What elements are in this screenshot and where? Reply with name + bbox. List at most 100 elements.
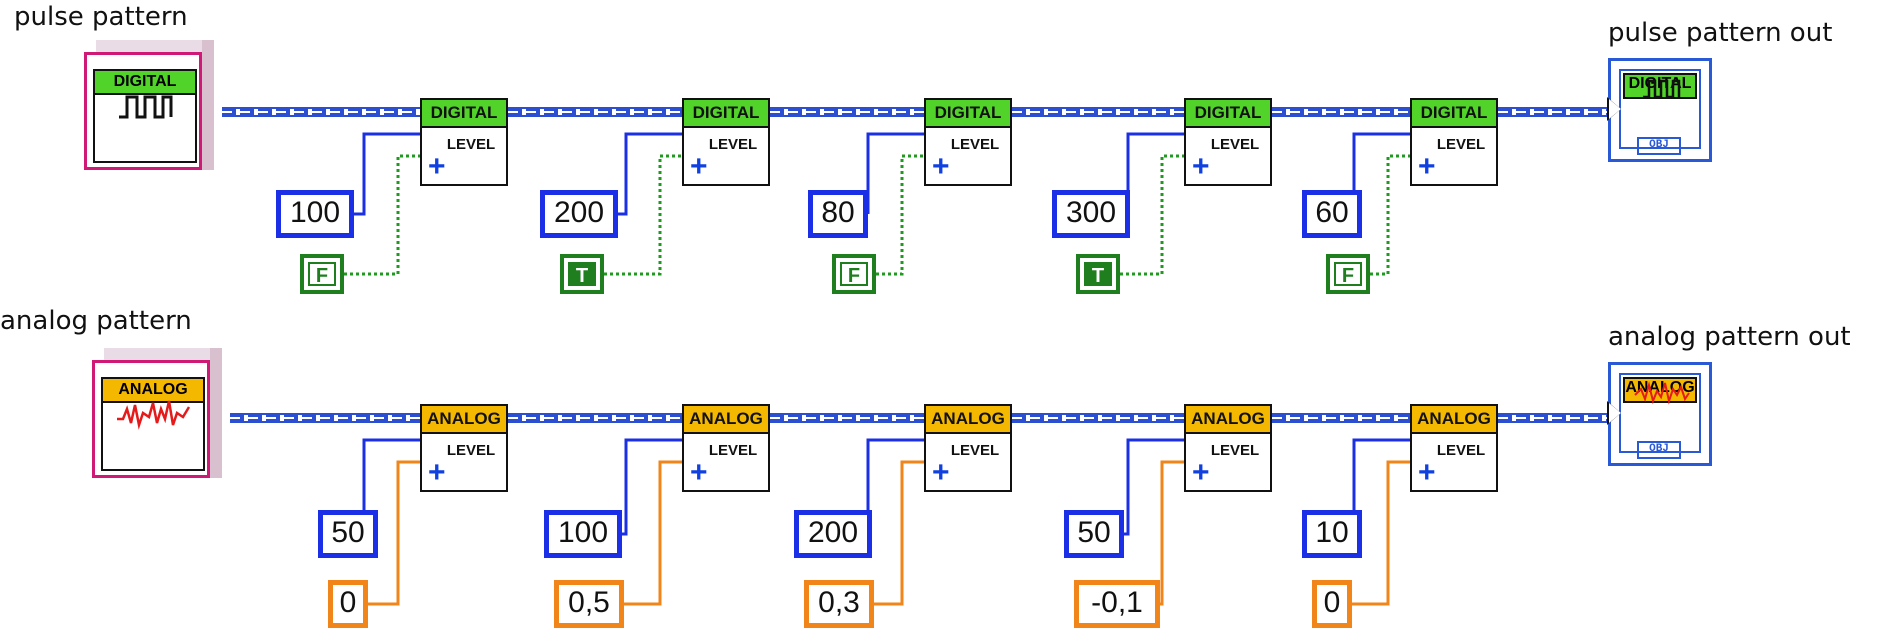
count-constant[interactable]: 300 <box>1052 190 1130 238</box>
pulse-pattern-out-label: pulse pattern out <box>1608 18 1833 48</box>
level-wire <box>1160 460 1184 606</box>
count-constant[interactable]: 10 <box>1302 510 1362 558</box>
level-constant[interactable]: 0,5 <box>554 580 624 628</box>
level-wire <box>1370 154 1410 276</box>
digital-type-label: DIGITAL <box>1186 100 1270 128</box>
square-wave-icon <box>1643 79 1681 99</box>
count-constant[interactable]: 200 <box>540 190 618 238</box>
plus-icon: + <box>428 150 446 183</box>
level-constant[interactable]: 0 <box>1312 580 1352 628</box>
count-constant[interactable]: 80 <box>808 190 868 238</box>
level-constant[interactable]: -0,1 <box>1074 580 1160 628</box>
level-wire <box>344 154 420 276</box>
obj-badge: OBJ <box>1637 441 1681 459</box>
count-constant[interactable]: 100 <box>544 510 622 558</box>
digital-level-node[interactable]: DIGITAL LEVEL+ <box>1410 98 1498 186</box>
count-wire <box>622 438 682 536</box>
level-wire <box>1352 460 1410 606</box>
level-wire <box>1120 154 1184 276</box>
pulse-pattern-out-indicator[interactable]: DIGITAL OBJ <box>1607 58 1712 162</box>
level-wire <box>624 460 682 606</box>
count-constant[interactable]: 50 <box>1064 510 1124 558</box>
count-constant[interactable]: 60 <box>1302 190 1362 238</box>
level-label: LEVEL <box>708 136 758 153</box>
level-label: LEVEL <box>708 442 758 459</box>
analog-type-label: ANALOG <box>926 406 1010 434</box>
plus-icon: + <box>1192 150 1210 183</box>
boolean-value: T <box>568 262 596 287</box>
analog-type-label: ANALOG <box>1412 406 1496 434</box>
count-wire <box>1352 438 1410 536</box>
level-label: LEVEL <box>950 442 1000 459</box>
count-wire <box>1352 132 1410 216</box>
digital-type-label: DIGITAL <box>422 100 506 128</box>
analog-level-node[interactable]: ANALOG LEVEL+ <box>1184 404 1272 492</box>
boolean-value: T <box>1084 262 1112 287</box>
level-label: LEVEL <box>950 136 1000 153</box>
plus-icon: + <box>932 150 950 183</box>
count-wire <box>1126 132 1184 216</box>
boolean-constant[interactable]: F <box>832 254 876 294</box>
level-constant[interactable]: 0 <box>328 580 368 628</box>
digital-level-node[interactable]: DIGITAL LEVEL+ <box>682 98 770 186</box>
digital-type-label: DIGITAL <box>1412 100 1496 128</box>
digital-type-label: DIGITAL <box>684 100 768 128</box>
boolean-constant[interactable]: T <box>560 254 604 294</box>
plus-icon: + <box>1418 456 1436 489</box>
analog-type-label: ANALOG <box>422 406 506 434</box>
plus-icon: + <box>428 456 446 489</box>
level-label: LEVEL <box>446 136 496 153</box>
count-constant[interactable]: 100 <box>276 190 354 238</box>
digital-level-node[interactable]: DIGITAL LEVEL+ <box>420 98 508 186</box>
digital-level-node[interactable]: DIGITAL LEVEL+ <box>924 98 1012 186</box>
obj-badge: OBJ <box>1637 137 1681 155</box>
count-constant[interactable]: 50 <box>318 510 378 558</box>
boolean-constant[interactable]: F <box>1326 254 1370 294</box>
boolean-constant[interactable]: T <box>1076 254 1120 294</box>
level-wire <box>876 154 924 276</box>
plus-icon: + <box>1192 456 1210 489</box>
level-wire <box>604 154 682 276</box>
analog-level-node[interactable]: ANALOG LEVEL+ <box>420 404 508 492</box>
plus-icon: + <box>932 456 950 489</box>
analog-level-node[interactable]: ANALOG LEVEL+ <box>682 404 770 492</box>
digital-type-label: DIGITAL <box>926 100 1010 128</box>
plus-icon: + <box>690 150 708 183</box>
analog-pattern-label: analog pattern <box>0 306 192 336</box>
level-constant[interactable]: 0,3 <box>804 580 874 628</box>
count-wire <box>866 438 924 536</box>
count-wire <box>1124 438 1184 536</box>
boolean-value: F <box>840 262 868 287</box>
analog-wave-icon <box>117 400 191 430</box>
pulse-pattern-label: pulse pattern <box>14 2 188 32</box>
digital-type-label: DIGITAL <box>95 71 195 95</box>
boolean-constant[interactable]: F <box>300 254 344 294</box>
level-label: LEVEL <box>1436 136 1486 153</box>
analog-pattern-out-indicator[interactable]: ANALOG OBJ <box>1607 362 1712 466</box>
count-wire <box>866 132 924 214</box>
analog-level-node[interactable]: ANALOG LEVEL+ <box>924 404 1012 492</box>
analog-type-label: ANALOG <box>684 406 768 434</box>
analog-pattern-control[interactable]: ANALOG <box>92 348 222 478</box>
pulse-pattern-control[interactable]: DIGITAL <box>84 40 214 170</box>
level-label: LEVEL <box>446 442 496 459</box>
analog-type-label: ANALOG <box>103 379 203 403</box>
plus-icon: + <box>1418 150 1436 183</box>
analog-wave-icon <box>1634 381 1690 405</box>
count-wire <box>618 132 682 216</box>
plus-icon: + <box>690 456 708 489</box>
level-label: LEVEL <box>1210 442 1260 459</box>
square-wave-icon <box>119 95 173 119</box>
level-label: LEVEL <box>1210 136 1260 153</box>
level-wire <box>368 460 420 606</box>
analog-pattern-out-label: analog pattern out <box>1608 322 1851 352</box>
count-constant[interactable]: 200 <box>794 510 872 558</box>
boolean-value: F <box>308 262 336 287</box>
digital-level-node[interactable]: DIGITAL LEVEL+ <box>1184 98 1272 186</box>
level-wire <box>874 460 924 606</box>
analog-type-label: ANALOG <box>1186 406 1270 434</box>
count-wire <box>354 132 420 216</box>
